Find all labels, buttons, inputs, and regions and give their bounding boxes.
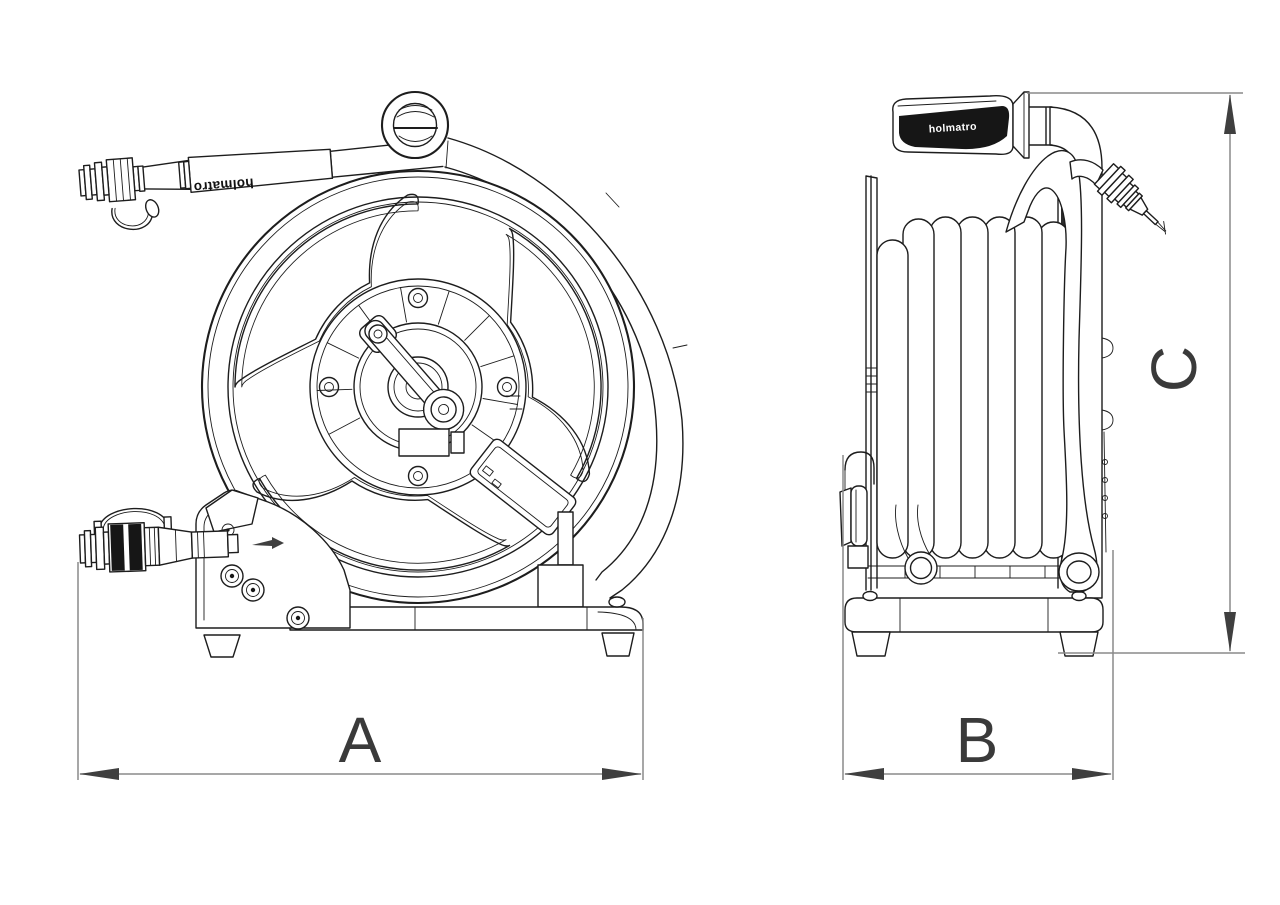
frame-stub xyxy=(537,564,584,608)
front-hose-brand-label: holmatro xyxy=(193,175,254,195)
base-rail xyxy=(867,565,1071,579)
front-view: holmatro xyxy=(78,90,688,658)
outgoing-hose xyxy=(1005,149,1104,593)
hose-end-loop xyxy=(895,504,938,585)
dimension-c: C xyxy=(1027,92,1245,654)
hose-coil xyxy=(876,216,1070,559)
coupling-bracket xyxy=(195,489,351,630)
reel-drum xyxy=(200,169,636,605)
hose-assembly-top: holmatro xyxy=(78,138,445,230)
hub-segments xyxy=(316,287,518,446)
front-foot-right xyxy=(601,632,635,657)
frame-strut xyxy=(557,511,574,566)
rotation-arrow xyxy=(252,537,284,549)
hose-coupling-bottom xyxy=(78,507,239,573)
dimension-a-label: A xyxy=(339,704,382,776)
hose-guide-left xyxy=(839,451,875,569)
hub-bolts xyxy=(318,287,518,487)
carry-handle: holmatro xyxy=(892,91,1053,159)
side-view: holmatro xyxy=(839,91,1167,657)
top-boss xyxy=(380,90,450,160)
dimension-b-label: B xyxy=(956,704,999,776)
spare-coupling xyxy=(1093,163,1167,235)
side-base xyxy=(844,590,1104,657)
side-handle-brand-label: holmatro xyxy=(928,121,977,136)
front-foot-left xyxy=(203,634,241,658)
dimension-a: A xyxy=(77,562,644,780)
dimension-b: B xyxy=(842,455,1114,780)
front-base xyxy=(289,596,644,631)
dimension-c-label: C xyxy=(1138,346,1210,392)
spoke-windows xyxy=(234,193,602,571)
crank-handle xyxy=(359,315,465,431)
drum-plate-left xyxy=(865,175,878,591)
